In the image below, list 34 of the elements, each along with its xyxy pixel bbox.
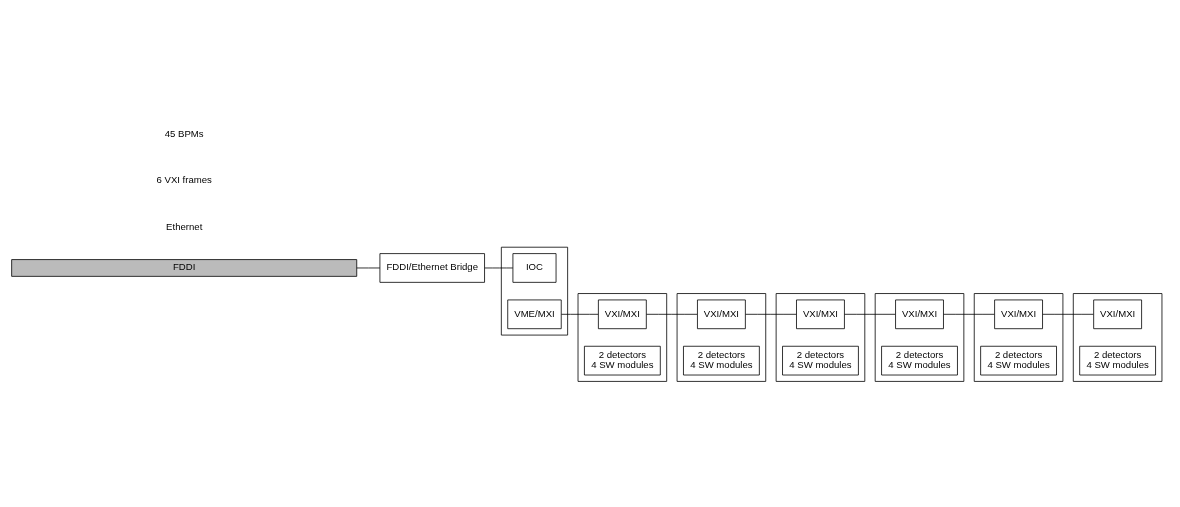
connector [646, 313, 698, 315]
cluster [874, 292, 965, 382]
node-box: 2 detectors 4 SW modules [980, 345, 1057, 375]
node-box: VXI/MXI [895, 299, 944, 329]
cluster [676, 292, 767, 382]
connector [745, 313, 797, 315]
node-box: VME/MXI [507, 299, 562, 329]
label: 45 BPMs [164, 127, 204, 139]
connector [943, 313, 995, 315]
connector [1042, 313, 1094, 315]
node-box: 2 detectors 4 SW modules [881, 345, 958, 375]
label: Ethernet [166, 220, 203, 232]
cluster [973, 292, 1064, 382]
node-box: 2 detectors 4 SW modules [782, 345, 859, 375]
node-box: VXI/MXI [796, 299, 845, 329]
node-box: VXI/MXI [697, 299, 746, 329]
node-box: 2 detectors 4 SW modules [683, 345, 760, 375]
node-box: FDDI [11, 258, 358, 277]
cluster [577, 292, 668, 382]
node-box: 2 detectors 4 SW modules [584, 345, 661, 375]
connector [561, 313, 599, 315]
connector [356, 267, 381, 268]
cluster [500, 246, 569, 335]
node-box: VXI/MXI [1093, 299, 1142, 329]
connector [484, 267, 514, 268]
cluster [1072, 292, 1163, 382]
label: 6 VXI frames [156, 173, 212, 185]
node-box: VXI/MXI [994, 299, 1043, 329]
node-box: VXI/MXI [598, 299, 647, 329]
node-box: IOC [512, 252, 557, 283]
node-box: FDDI/Ethernet Bridge [379, 252, 485, 283]
cluster [775, 292, 866, 382]
node-box: 2 detectors 4 SW modules [1079, 345, 1156, 375]
connector [844, 313, 896, 315]
